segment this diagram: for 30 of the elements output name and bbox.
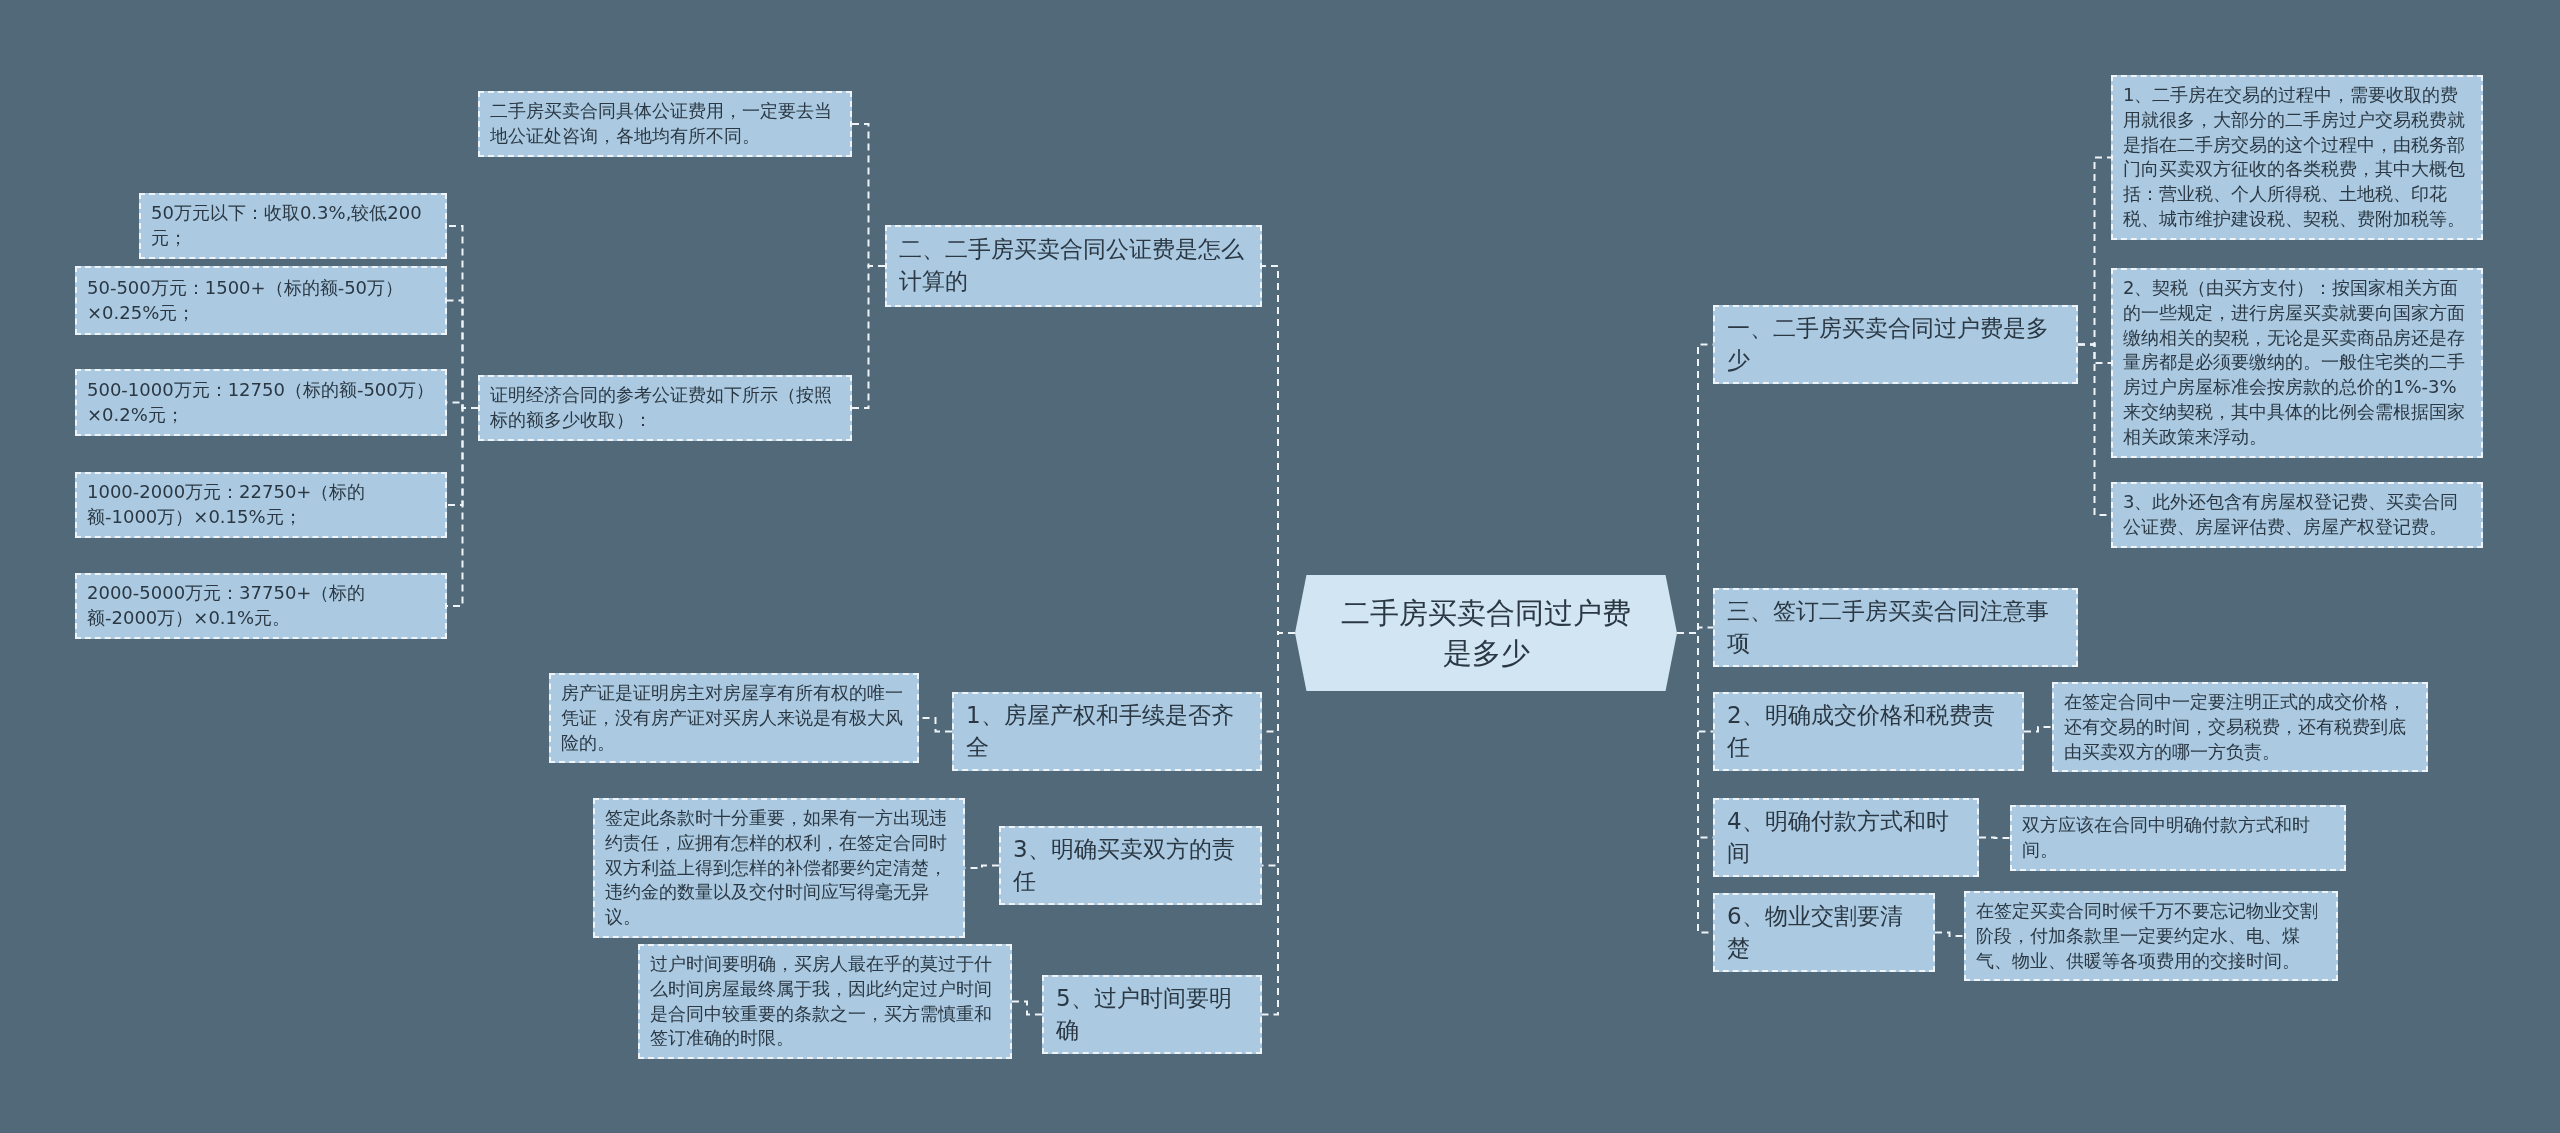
note-box: 签定此条款时十分重要，如果有一方出现违约责任，应拥有怎样的权利，在签定合同时双方利益上得到怎样的补偿都要约定清楚，违约金的数量以及交付时间应写得毫无异议。	[593, 798, 965, 939]
note-box: 50-500万元：1500+（标的额-50万）×0.25%元；	[75, 266, 447, 335]
connector-line	[1934, 931, 1965, 937]
note-box: 1、二手房在交易的过程中，需要收取的费用就很多，大部分的二手房过户交易税费就是指在二手房交易的这个过程中，由税务部门向买卖双方征收的各类税费，其中大概包括：营业税、个人所得税、土地税、印花税、城市维护建设税、契税、费附加税等。	[2111, 75, 2483, 240]
note-box: 50万元以下：收取0.3%,较低200元；	[139, 193, 447, 259]
topic-box: 1、房屋产权和手续是否齐全	[952, 692, 1262, 772]
topic-box: 一、二手房买卖合同过户费是多少	[1713, 305, 2078, 385]
connector-line	[1978, 836, 2011, 839]
topic-box: 3、明确买卖双方的责任	[999, 826, 1262, 906]
note-box: 2、契税（由买方支付）：按国家相关方面的一些规定，进行房屋买卖就要向国家方面缴纳相关的契税，无论是买卖商品房还是存量房都是必须要缴纳的。一般住宅类的二手房过户房屋标准会按房款的总价的1%-3%来交纳契税，其中具体的比例会需根据国家相关政策来浮动。	[2111, 268, 2483, 458]
note-box: 双方应该在合同中明确付款方式和时间。	[2010, 805, 2346, 871]
note-box: 二手房买卖合同具体公证费用，一定要去当地公证处咨询，各地均有所不同。	[478, 91, 852, 157]
topic-box: 三、签订二手房买卖合同注意事项	[1713, 588, 2078, 668]
note-box: 1000-2000万元：22750+（标的额-1000万）×0.15%元；	[75, 472, 447, 538]
topic-box: 5、过户时间要明确	[1042, 975, 1262, 1055]
note-box: 过户时间要明确，买房人最在乎的莫过于什么时间房屋最终属于我，因此约定过户时间是合同中较重要的条款之一，买方需慎重和签订准确的时限。	[638, 944, 1012, 1060]
topic-box: 4、明确付款方式和时间	[1713, 798, 1979, 878]
note-box: 在签定合同中一定要注明正式的成交价格，还有交易的时间，交易税费，还有税费到底由买卖双方的哪一方负责。	[2052, 682, 2428, 773]
note-box: 房产证是证明房主对房屋享有所有权的唯一凭证，没有房产证对买房人来说是有极大风险的。	[549, 673, 919, 764]
connector-line	[851, 265, 886, 409]
note-box: 3、此外还包含有房屋权登记费、买卖合同公证费、房屋评估费、房屋产权登记费。	[2111, 482, 2483, 548]
connector-line	[1011, 1000, 1043, 1016]
topic-box: 2、明确成交价格和税费责任	[1713, 692, 2024, 772]
note-box: 2000-5000万元：37750+（标的额-2000万）×0.1%元。	[75, 573, 447, 639]
topic-box: 6、物业交割要清楚	[1713, 893, 1935, 973]
topic-box: 二、二手房买卖合同公证费是怎么计算的	[885, 225, 1262, 307]
note-box: 在签定买卖合同时候千万不要忘记物业交割阶段，付加条款里一定要约定水、电、煤气、物业、供暖等各项费用的交接时间。	[1964, 891, 2338, 982]
note-box: 500-1000万元：12750（标的额-500万）×0.2%元；	[75, 369, 447, 436]
connector-line	[2023, 726, 2053, 733]
note-box: 证明经济合同的参考公证费如下所示（按照标的额多少收取）：	[478, 375, 852, 441]
